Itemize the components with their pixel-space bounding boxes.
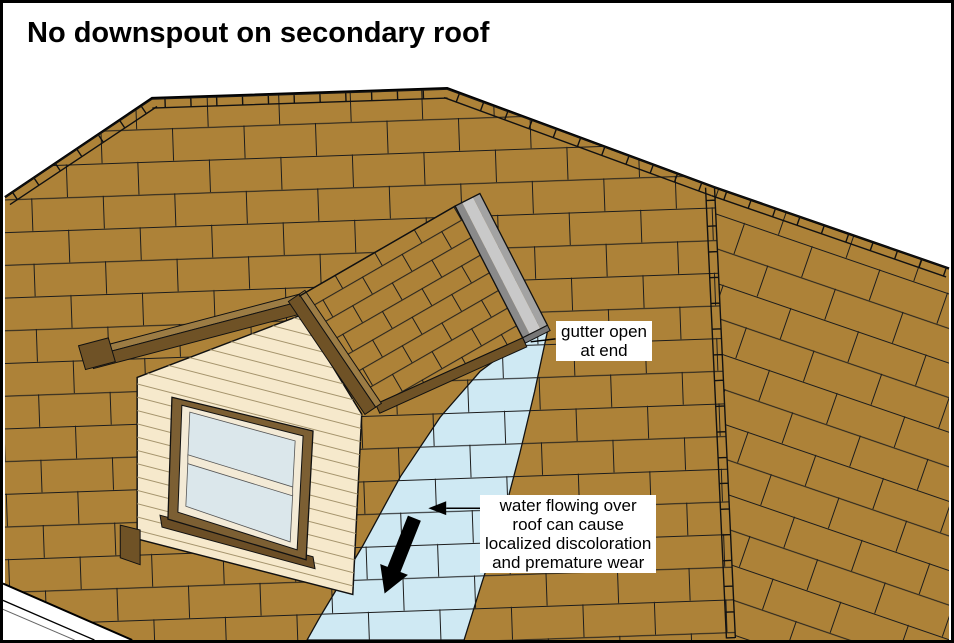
ridge-cap-group [4,88,950,639]
window-meeting-rail [187,454,294,497]
dormer-ridge-line [298,205,456,297]
ridge-cap-shingles [704,187,737,639]
water-flow-label: water flowing over roof can cause locali… [480,495,657,573]
water-label-line3: localized discoloration [485,534,652,553]
water-label-line1: water flowing over [499,496,637,515]
water-label-arrowhead [428,501,447,516]
water-label-line4: and premature wear [492,553,645,572]
fascia-shadow-line [3,608,75,640]
gutter-trough [462,197,541,335]
eave-edge-line [3,582,133,640]
dormer-corner-trim [119,524,141,566]
ridge-cap-shingles [152,88,448,109]
water-label-line2: roof can cause [512,515,624,534]
ridge-cap-shingles [4,98,158,206]
ridge-cap-shingles [711,186,950,278]
right-rake-board-face [287,293,377,416]
rake-end-cap [77,337,116,371]
ridge-cap-shingles [443,88,715,197]
gutter-label-leader [530,338,556,343]
gutter-open-label: gutter open at end [556,321,653,361]
gutter-label-line2: at end [580,341,628,360]
dormer-roof-shingle-lines [299,206,523,405]
gutter-label-line1: gutter open [561,322,648,341]
right-roof-shingle-lines [714,187,950,640]
water-flow-arrow [380,515,421,594]
roof-illustration [3,87,950,640]
dormer-eave-fascia [374,337,528,414]
gutter-outer-wall [472,193,548,329]
fascia-line [3,599,95,640]
page-title: No downspout on secondary roof [27,17,490,49]
gutter-open-end [522,324,551,344]
gutter-inner-shadow [455,202,530,338]
